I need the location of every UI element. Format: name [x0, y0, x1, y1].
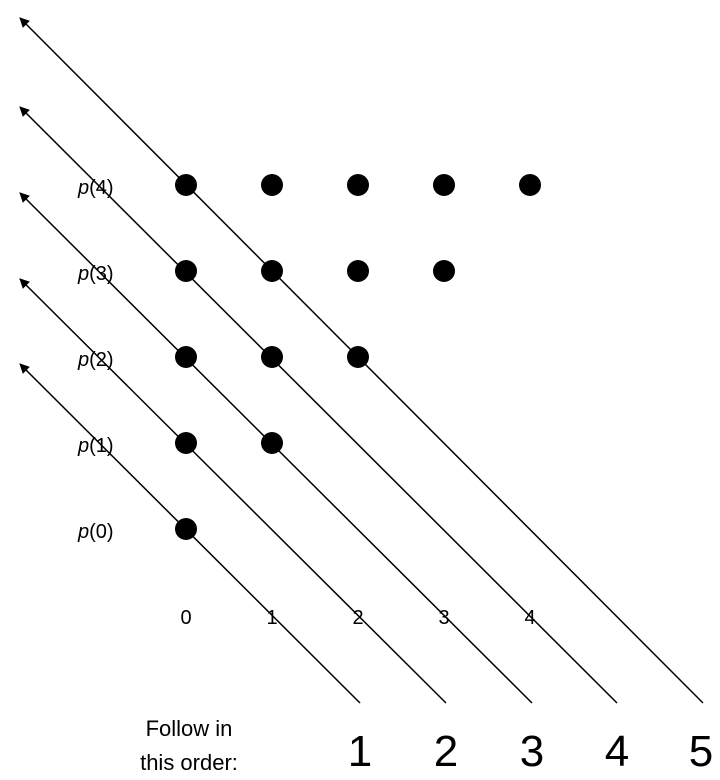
grid-dot-col0-row1 — [175, 432, 197, 454]
grid-dot-col3-row3 — [433, 260, 455, 282]
row-label-p2: p(2) — [77, 349, 114, 371]
order-number-3: 3 — [520, 727, 544, 776]
column-labels: 0 1 2 3 4 — [180, 607, 535, 629]
grid-dot-col0-row3 — [175, 260, 197, 282]
order-number-4: 4 — [605, 727, 629, 776]
grid-dot-col1-row2 — [261, 346, 283, 368]
row-label-p0: p(0) — [77, 521, 114, 543]
diagonal-arrow-2 — [19, 278, 447, 704]
grid-dot-col1-row1 — [261, 432, 283, 454]
grid-dot-col2-row3 — [347, 260, 369, 282]
column-label-2: 2 — [352, 607, 363, 629]
row-labels: p(4) p(3) p(2) p(1) p(0) — [77, 177, 114, 543]
grid-dot-col0-row4 — [175, 174, 197, 196]
diagonal-arrow-4 — [19, 106, 618, 704]
grid-dot-col1-row4 — [261, 174, 283, 196]
caption-line-1: Follow in — [146, 716, 233, 741]
grid-dot-col2-row4 — [347, 174, 369, 196]
order-caption: Follow in this order: — [140, 716, 238, 775]
grid-dot-col0-row0 — [175, 518, 197, 540]
grid-dot-col1-row3 — [261, 260, 283, 282]
row-label-p1: p(1) — [77, 435, 114, 457]
order-numbers: 1 2 3 4 5 — [348, 727, 713, 776]
grid-dot-col2-row2 — [347, 346, 369, 368]
column-label-3: 3 — [438, 607, 449, 629]
column-label-4: 4 — [524, 607, 535, 629]
column-label-0: 0 — [180, 607, 191, 629]
row-label-p4: p(4) — [77, 177, 114, 199]
grid-dot-col3-row4 — [433, 174, 455, 196]
caption-line-2: this order: — [140, 750, 238, 775]
order-number-1: 1 — [348, 727, 372, 776]
order-number-5: 5 — [689, 727, 713, 776]
row-label-p3: p(3) — [77, 263, 114, 285]
grid-dot-col0-row2 — [175, 346, 197, 368]
order-number-2: 2 — [434, 727, 458, 776]
grid-dot-col4-row4 — [519, 174, 541, 196]
column-label-1: 1 — [266, 607, 277, 629]
grid-dots — [175, 174, 541, 540]
